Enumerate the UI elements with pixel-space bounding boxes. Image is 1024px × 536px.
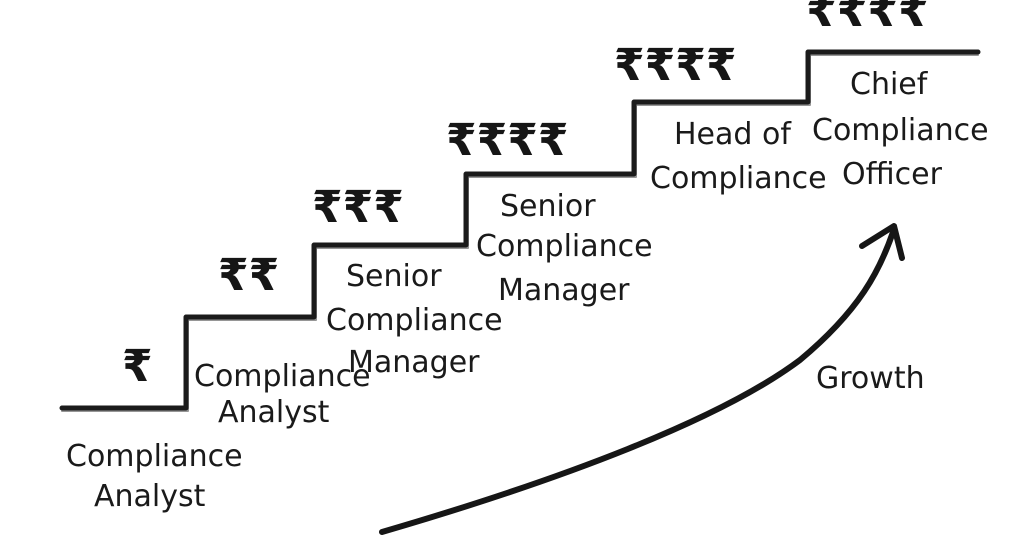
step-4-label-line-2: Compliance	[476, 229, 653, 264]
rupee-stack-4: ₹₹₹₹	[446, 115, 568, 166]
growth-label: Growth	[816, 361, 925, 396]
rupee-stack-3: ₹₹₹	[312, 182, 404, 233]
step-4-label-line-1: Senior	[500, 189, 596, 224]
step-6-label-line-1: Chief	[850, 67, 929, 102]
step-2-label-line-2: Analyst	[218, 395, 330, 430]
rupee-stack-5: ₹₹₹₹	[614, 40, 736, 91]
curved-up-arrow-icon	[379, 223, 905, 535]
step-5-label-line-1: Head of	[674, 117, 792, 152]
rupee-stack-6: ₹₹₹₹	[806, 0, 928, 37]
step-6-label-line-2: Compliance	[812, 113, 989, 148]
staircase-line	[59, 49, 981, 411]
step-3-label-line-3: Manager	[348, 345, 480, 380]
rupee-stack-2: ₹₹	[218, 250, 279, 301]
step-3-label-line-1: Senior	[346, 259, 442, 294]
step-1-label-line-2: Analyst	[94, 479, 206, 514]
step-5-label-line-2: Compliance	[650, 161, 827, 196]
step-6-label-line-3: Officer	[842, 157, 943, 192]
step-3-label-line-2: Compliance	[326, 303, 503, 338]
growth-arrow-shaft	[379, 229, 896, 535]
step-1-label-line-1: Compliance	[66, 439, 243, 474]
rupee-stack-1: ₹	[122, 341, 153, 392]
step-4-label-line-3: Manager	[498, 273, 630, 308]
step-2-label-line-1: Compliance	[194, 359, 371, 394]
growth-arrow-head	[859, 223, 905, 261]
